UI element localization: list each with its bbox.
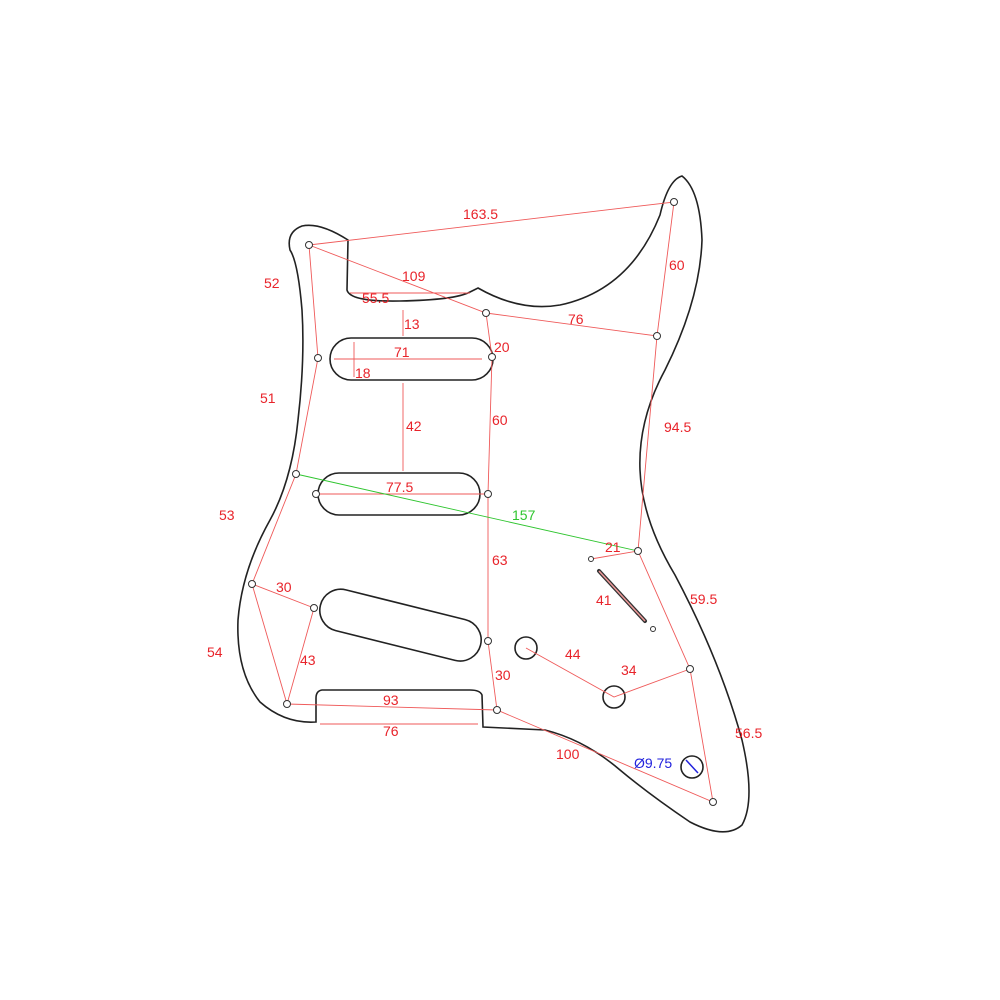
dim-51: 51: [260, 390, 276, 406]
dim-18: 18: [355, 365, 371, 381]
dim-109: 109: [402, 268, 426, 284]
dim-63: 63: [492, 552, 508, 568]
volume-knob-hole: [514, 636, 538, 660]
dim-44: 44: [565, 646, 581, 662]
tone2-knob-hole: [680, 755, 704, 779]
dim-77-5: 77.5: [386, 479, 413, 495]
dim-71: 71: [394, 344, 410, 360]
dim-54: 54: [207, 644, 223, 660]
dim-30-mid: 30: [495, 667, 511, 683]
dim-20: 20: [494, 339, 510, 355]
dim-55-5: 55.5: [362, 290, 389, 306]
dim-76-top: 76: [568, 311, 584, 327]
dim-42: 42: [406, 418, 422, 434]
dim-100: 100: [556, 746, 580, 762]
dim-41: 41: [596, 592, 612, 608]
dim-60-mid: 60: [492, 412, 508, 428]
dim-43: 43: [300, 652, 316, 668]
dim-56-5: 56.5: [735, 725, 762, 741]
dim-59-5: 59.5: [690, 591, 717, 607]
bridge-pickup-slot: [319, 588, 482, 662]
dim-21: 21: [605, 539, 621, 555]
dim-94-5: 94.5: [664, 419, 691, 435]
dim-53: 53: [219, 507, 235, 523]
dim-13: 13: [404, 316, 420, 332]
dim-163-5: 163.5: [463, 206, 498, 222]
dim-diameter: Ø9.75: [634, 755, 672, 771]
dim-52: 52: [264, 275, 280, 291]
dim-157: 157: [512, 507, 536, 523]
dim-76-bottom: 76: [383, 723, 399, 739]
dim-34: 34: [621, 662, 637, 678]
dim-93: 93: [383, 692, 399, 708]
screw-holes: [248, 198, 717, 806]
tone-knob-hole: [602, 685, 626, 709]
dim-30-left: 30: [276, 579, 292, 595]
pickguard-outline: [237, 175, 750, 833]
dim-60-top: 60: [669, 257, 685, 273]
